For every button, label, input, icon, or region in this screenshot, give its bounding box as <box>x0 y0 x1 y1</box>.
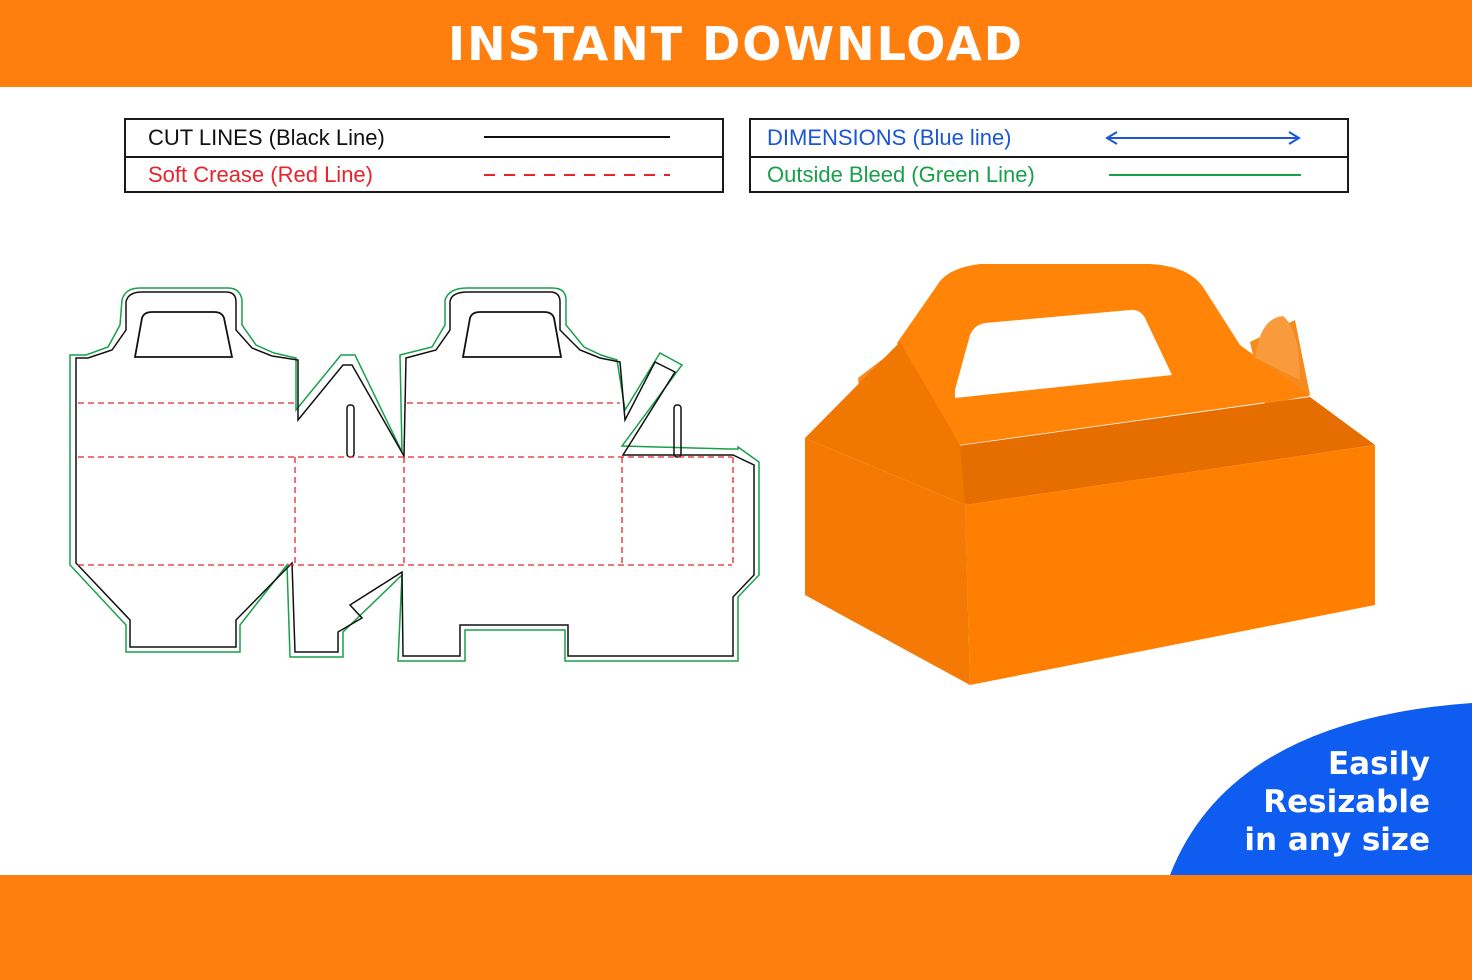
slot-right <box>673 404 682 458</box>
legend-row-soft-crease: Soft Crease (Red Line) <box>126 157 722 193</box>
handle-cutout-left <box>133 311 234 358</box>
outside-bleed-label: Outside Bleed (Green Line) <box>767 162 1035 187</box>
box-top-panel <box>950 397 1375 505</box>
legend-left: CUT LINES (Black Line) Soft Crease (Red … <box>124 118 724 193</box>
handle-hole <box>955 309 1172 398</box>
crease-lines <box>78 402 734 566</box>
slot-left <box>346 404 355 458</box>
top-banner: INSTANT DOWNLOAD <box>0 0 1472 87</box>
handle-cutout-right <box>461 311 563 358</box>
cut-outline <box>75 291 755 657</box>
legend-row-dimensions: DIMENSIONS (Blue line) <box>751 120 1347 158</box>
box-side-face <box>805 438 970 685</box>
badge-text: Easily Resizable in any size <box>1170 745 1430 859</box>
box-top-left-slope <box>805 342 965 505</box>
resizable-badge <box>1170 703 1472 875</box>
bleed-line-sample <box>1109 174 1301 176</box>
badge-line-3: in any size <box>1244 822 1430 858</box>
banner-title: INSTANT DOWNLOAD <box>448 16 1024 71</box>
box-front-face <box>965 445 1375 685</box>
cut-lines-label: CUT LINES (Black Line) <box>148 125 385 150</box>
soft-crease-label: Soft Crease (Red Line) <box>148 162 373 187</box>
badge-line-1: Easily <box>1327 746 1430 782</box>
bottom-banner <box>0 875 1472 980</box>
crease-line-sample <box>484 174 670 176</box>
dimension-arrow-sample <box>1105 131 1301 145</box>
legend-row-cut-lines: CUT LINES (Black Line) <box>126 120 722 158</box>
legend-right: DIMENSIONS (Blue line) Outside Bleed (Gr… <box>749 118 1349 193</box>
badge-shape <box>1170 703 1472 875</box>
box-3d-illustration <box>805 264 1375 685</box>
bleed-outline <box>69 287 760 662</box>
box-ear-right <box>1255 316 1300 380</box>
badge-line-2: Resizable <box>1263 784 1430 820</box>
dimensions-label: DIMENSIONS (Blue line) <box>767 125 1012 150</box>
box-dieline <box>69 287 760 662</box>
legend-row-outside-bleed: Outside Bleed (Green Line) <box>751 157 1347 193</box>
cut-line-sample <box>484 136 670 138</box>
